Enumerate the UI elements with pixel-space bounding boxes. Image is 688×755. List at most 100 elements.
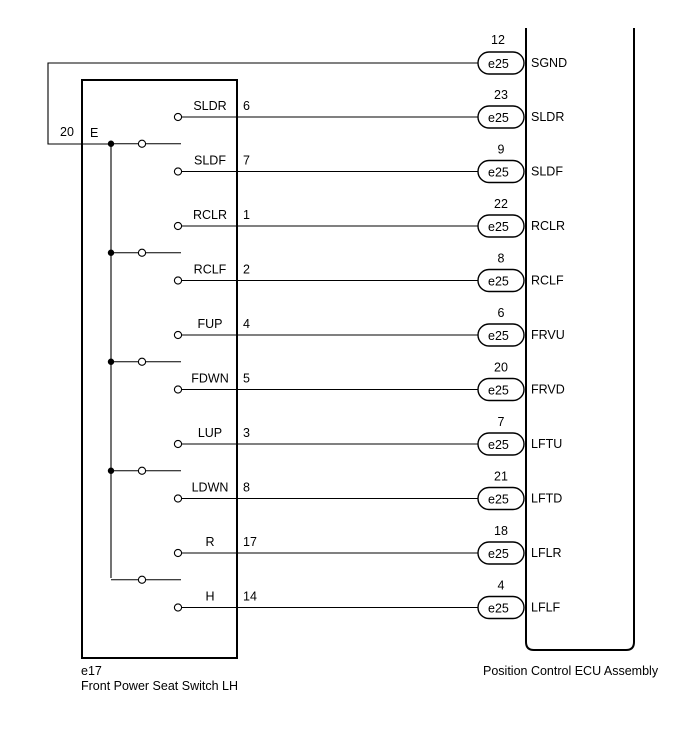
ecu-connector — [477, 268, 525, 293]
circuit-row: SLDF 7 9 e25 SLDF — [173, 143, 563, 184]
switch-contact-terminal — [173, 548, 183, 558]
switch-terminal-label: SLDF — [194, 154, 226, 168]
sgnd-signal-label: SGND — [531, 56, 567, 70]
switch-body-outline — [81, 79, 238, 659]
sgnd-connector-label: e25 — [488, 57, 509, 71]
circuit-row: H 14 4 e25 LFLF — [173, 579, 561, 620]
ecu-pin-number: 6 — [498, 306, 505, 320]
switch-pin-number: 2 — [243, 263, 250, 277]
switch-pin-number: 3 — [243, 426, 250, 440]
ecu-signal-label: LFLR — [531, 546, 562, 560]
ecu-signal-label: FRVU — [531, 328, 565, 342]
switch-contact-terminal — [173, 221, 183, 231]
ecu-connector-label: e25 — [488, 384, 509, 398]
ecu-pin-number: 22 — [494, 197, 508, 211]
switch-contact-terminal — [173, 439, 183, 449]
switch-terminal-label: LUP — [198, 426, 222, 440]
switch-pin-number: 6 — [243, 99, 250, 113]
ecu-connector — [477, 323, 525, 347]
ecu-connector-label: e25 — [488, 438, 509, 452]
ecu-connector — [477, 214, 525, 238]
circuit-row: RCLF 2 8 e25 RCLF — [173, 252, 564, 293]
ecu-connector — [477, 486, 525, 511]
switch-terminal-label: RCLR — [193, 208, 227, 222]
switch-terminal-label: R — [205, 535, 214, 549]
ecu-connector — [477, 595, 525, 620]
ecu-pin-number: 23 — [494, 88, 508, 102]
switch-pin-number: 14 — [243, 590, 257, 604]
ecu-pin-number: 18 — [494, 524, 508, 538]
switch-code: e17 — [81, 664, 102, 678]
ecu-signal-label: LFTD — [531, 492, 562, 506]
circuit-row: FDWN 5 20 e25 FRVD — [173, 361, 565, 402]
ecu-signal-label: LFLF — [531, 601, 561, 615]
switch-arm — [107, 139, 181, 148]
switch-pin-number: 8 — [243, 481, 250, 495]
ecu-pin-number: 8 — [498, 252, 505, 266]
arm-pivot-terminal — [137, 248, 147, 257]
switch-terminal-label: SLDR — [193, 99, 226, 113]
circuit-row: SLDR 6 23 e25 SLDR — [173, 88, 564, 129]
switch-terminal-label: FDWN — [191, 372, 229, 386]
switch-arm — [107, 466, 181, 475]
ecu-signal-label: RCLR — [531, 219, 565, 233]
switch-pin-number: 4 — [243, 317, 250, 331]
switch-contact-terminal — [173, 494, 183, 503]
switch-name: Front Power Seat Switch LH — [81, 679, 238, 693]
switch-pin-number: 1 — [243, 208, 250, 222]
ecu-connector-label: e25 — [488, 166, 509, 180]
circuit-row: RCLR 1 22 e25 RCLR — [173, 197, 565, 238]
ecu-connector-label: e25 — [488, 329, 509, 343]
common-pin-label: E — [90, 126, 98, 140]
ecu-assembly-outline — [525, 28, 635, 651]
ecu-pin-number: 9 — [498, 143, 505, 157]
ecu-signal-label: FRVD — [531, 383, 565, 397]
switch-arm — [111, 575, 181, 584]
arm-pivot-terminal — [137, 575, 147, 584]
switch-terminal-label: RCLF — [194, 263, 227, 277]
switch-arms — [107, 139, 181, 584]
ecu-pin-number: 20 — [494, 361, 508, 375]
sgnd-wire — [47, 62, 478, 145]
ecu-signal-label: RCLF — [531, 274, 564, 288]
switch-contact-terminal — [173, 330, 183, 340]
ecu-pin-number: 7 — [498, 415, 505, 429]
sgnd-pin-number: 12 — [491, 33, 505, 47]
ecu-connector-label: e25 — [488, 111, 509, 125]
switch-contact-terminal — [173, 167, 183, 176]
common-pin-number: 20 — [60, 125, 74, 139]
switch-pin-number: 7 — [243, 154, 250, 168]
switch-contact-terminal — [173, 603, 183, 612]
ecu-connector — [477, 541, 525, 565]
ecu-connector-label: e25 — [488, 547, 509, 561]
switch-arm — [107, 248, 181, 257]
arm-pivot-terminal — [137, 139, 147, 148]
ecu-connector — [477, 105, 525, 129]
ecu-connector — [477, 432, 525, 456]
arm-pivot-terminal — [137, 357, 147, 366]
ecu-connector — [477, 159, 525, 184]
circuit-row: FUP 4 6 e25 FRVU — [173, 306, 565, 347]
ecu-pin-number: 4 — [498, 579, 505, 593]
sgnd-connector — [477, 51, 525, 75]
switch-terminal-label: H — [205, 590, 214, 604]
ecu-assembly-name: Position Control ECU Assembly — [483, 664, 659, 678]
switch-pin-number: 5 — [243, 372, 250, 386]
ecu-signal-label: SLDR — [531, 110, 564, 124]
ecu-connector — [477, 377, 525, 402]
ecu-connector-label: e25 — [488, 493, 509, 507]
ecu-signal-label: SLDF — [531, 165, 563, 179]
switch-contact-terminal — [173, 385, 183, 394]
ecu-connector-label: e25 — [488, 220, 509, 234]
ecu-connector-label: e25 — [488, 275, 509, 289]
switch-arm — [107, 357, 181, 366]
switch-contact-terminal — [173, 276, 183, 285]
switch-contact-terminal — [173, 112, 183, 122]
switch-terminal-label: LDWN — [192, 481, 229, 495]
switch-terminal-label: FUP — [198, 317, 223, 331]
ecu-connector-label: e25 — [488, 602, 509, 616]
